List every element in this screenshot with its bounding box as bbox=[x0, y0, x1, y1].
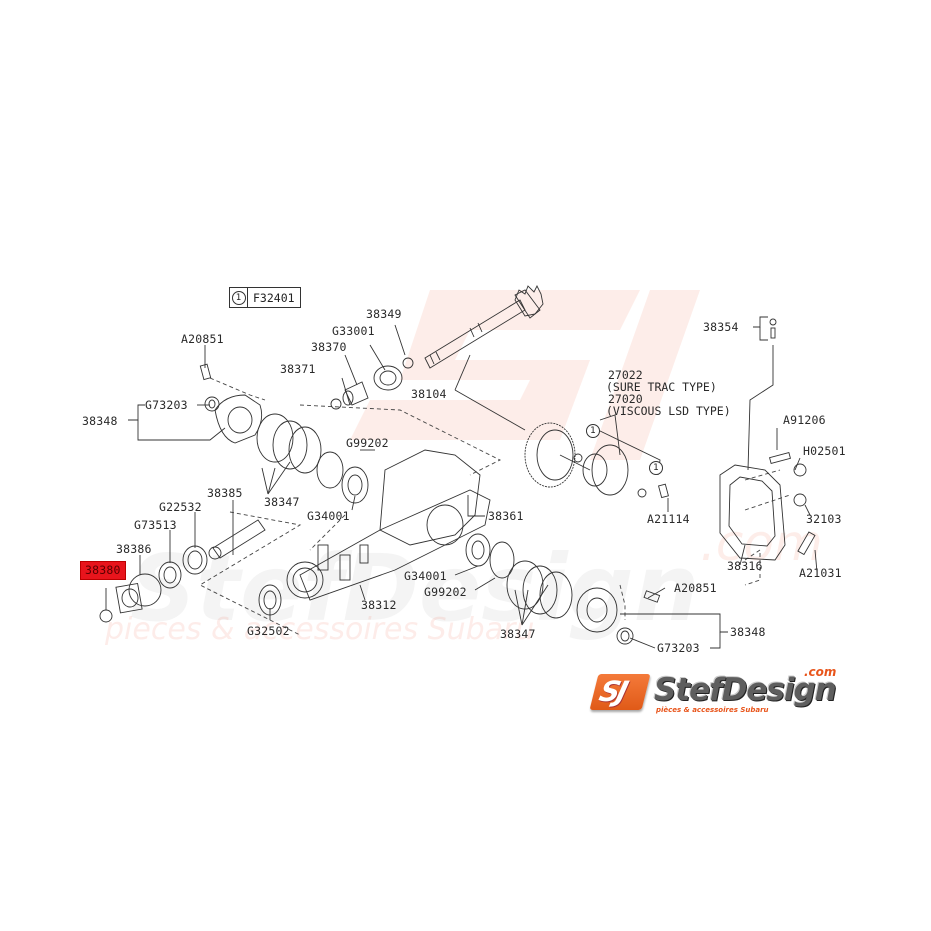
part-label-38347[interactable]: 38347 bbox=[500, 627, 536, 641]
stefdesign-logo: SJ StefDesign .com pièces & accessoires … bbox=[589, 665, 850, 718]
part-note-viscous-lsd: (VISCOUS LSD TYPE) bbox=[606, 404, 731, 418]
part-label-38371[interactable]: 38371 bbox=[280, 362, 316, 376]
reference-circle-number: 1 bbox=[231, 290, 246, 305]
part-label-27022[interactable]: 27022 bbox=[608, 368, 643, 382]
reference-box: 1 F32401 bbox=[229, 287, 301, 308]
part-label-27020[interactable]: 27020 bbox=[608, 392, 643, 406]
part-label-38348[interactable]: 38348 bbox=[82, 414, 118, 428]
part-label-g32502[interactable]: G32502 bbox=[247, 624, 290, 638]
reference-code: F32401 bbox=[253, 290, 295, 305]
part-label-38354[interactable]: 38354 bbox=[703, 320, 739, 334]
part-label-38386[interactable]: 38386 bbox=[116, 542, 152, 556]
part-label-38104[interactable]: 38104 bbox=[411, 387, 447, 401]
part-label-38347[interactable]: 38347 bbox=[264, 495, 300, 509]
part-label-g22532[interactable]: G22532 bbox=[159, 500, 202, 514]
part-label-g73203[interactable]: G73203 bbox=[145, 398, 188, 412]
logo-brand-name: StefDesign bbox=[654, 672, 837, 708]
part-label-h02501[interactable]: H02501 bbox=[803, 444, 846, 458]
part-label-38361[interactable]: 38361 bbox=[488, 509, 524, 523]
part-label-a21114[interactable]: A21114 bbox=[647, 512, 690, 526]
part-label-g34001[interactable]: G34001 bbox=[404, 569, 447, 583]
part-label-38349[interactable]: 38349 bbox=[366, 307, 402, 321]
part-label-g33001[interactable]: G33001 bbox=[332, 324, 375, 338]
part-label-g73513[interactable]: G73513 bbox=[134, 518, 177, 532]
part-label-g99202[interactable]: G99202 bbox=[346, 436, 389, 450]
part-label-38380-highlighted[interactable]: 38380 bbox=[80, 561, 126, 580]
part-label-g99202[interactable]: G99202 bbox=[424, 585, 467, 599]
part-label-38370[interactable]: 38370 bbox=[311, 340, 347, 354]
watermark-brand-text: StefDesign bbox=[130, 535, 699, 642]
callout-marker-1: 1 bbox=[586, 424, 600, 438]
part-label-38316[interactable]: 38316 bbox=[727, 559, 763, 573]
part-label-32103[interactable]: 32103 bbox=[806, 512, 842, 526]
logo-tagline: pièces & accessoires Subaru bbox=[656, 706, 769, 714]
part-label-a20851[interactable]: A20851 bbox=[181, 332, 224, 346]
logo-dotcom: .com bbox=[804, 665, 837, 679]
logo-badge: SJ bbox=[589, 674, 651, 710]
part-label-a21031[interactable]: A21031 bbox=[799, 566, 842, 580]
callout-marker-1: 1 bbox=[649, 461, 663, 475]
part-label-38348[interactable]: 38348 bbox=[730, 625, 766, 639]
part-note-sure-trac: (SURE TRAC TYPE) bbox=[606, 380, 717, 394]
part-label-38385[interactable]: 38385 bbox=[207, 486, 243, 500]
part-label-a20851[interactable]: A20851 bbox=[674, 581, 717, 595]
part-label-38312[interactable]: 38312 bbox=[361, 598, 397, 612]
part-label-g34001[interactable]: G34001 bbox=[307, 509, 350, 523]
watermark-tagline: pieces & accessoires Subaru bbox=[105, 612, 535, 647]
part-label-g73203[interactable]: G73203 bbox=[657, 641, 700, 655]
part-label-a91206[interactable]: A91206 bbox=[783, 413, 826, 427]
